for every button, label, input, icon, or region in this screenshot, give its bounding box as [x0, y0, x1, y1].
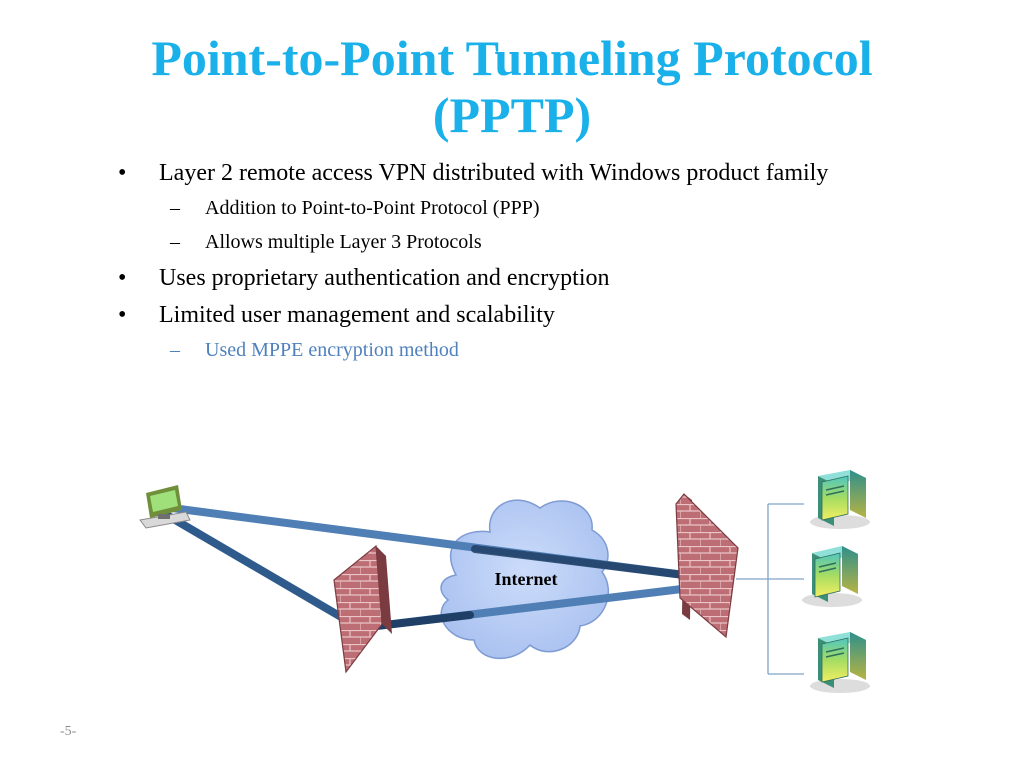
slide-number: -5-: [60, 724, 77, 739]
dash-marker: –: [170, 231, 180, 253]
dash-marker: –: [170, 197, 180, 219]
server-icon: [802, 546, 862, 607]
bullet-item: • Limited user management and scalabilit…: [118, 299, 998, 331]
bullet-marker: •: [118, 265, 127, 291]
bullet-marker: •: [118, 302, 127, 328]
sub-bullet-text: Addition to Point-to-Point Protocol (PPP…: [205, 197, 540, 219]
bullet-item: • Layer 2 remote access VPN distributed …: [118, 157, 998, 189]
bullet-list: • Layer 2 remote access VPN distributed …: [118, 157, 998, 370]
sub-bullet-text: Used MPPE encryption method: [205, 339, 459, 361]
bullet-item: • Uses proprietary authentication and en…: [118, 262, 998, 294]
sub-bullet-text: Allows multiple Layer 3 Protocols: [205, 231, 482, 253]
bullet-text: Layer 2 remote access VPN distributed wi…: [159, 160, 829, 186]
server-icon: [810, 470, 870, 529]
sub-bullet-item: – Allows multiple Layer 3 Protocols: [118, 228, 998, 256]
firewall-icon: [333, 544, 392, 674]
bullet-text: Limited user management and scalability: [159, 302, 555, 328]
sub-bullet-item: – Used MPPE encryption method: [118, 336, 998, 364]
bullet-marker: •: [118, 160, 127, 186]
internet-label: Internet: [495, 569, 558, 589]
title-line-2: (PPTP): [432, 87, 592, 143]
sub-bullet-item: – Addition to Point-to-Point Protocol (P…: [118, 194, 998, 222]
server-icon: [810, 632, 870, 693]
tunnel-connections: [161, 504, 696, 632]
dash-marker: –: [170, 339, 180, 361]
internet-cloud: Internet: [440, 499, 610, 659]
firewall-icon: [675, 493, 739, 639]
bullet-text: Uses proprietary authentication and encr…: [159, 265, 610, 291]
slide-title: Point-to-Point Tunneling Protocol (PPTP): [0, 30, 1024, 144]
client-computer-icon: [139, 485, 191, 529]
server-bracket: [736, 503, 804, 675]
title-line-1: Point-to-Point Tunneling Protocol: [151, 30, 873, 86]
